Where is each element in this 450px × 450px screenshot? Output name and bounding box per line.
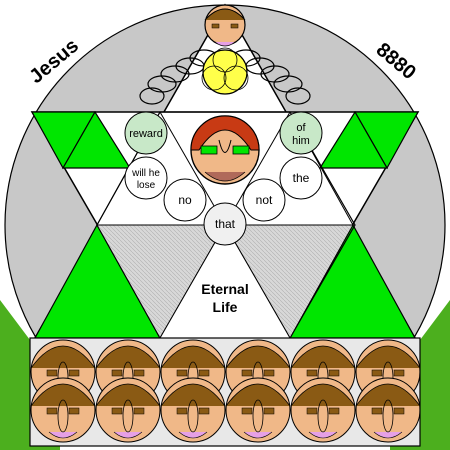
band-face <box>160 377 226 443</box>
word-circle-no: no <box>163 178 207 222</box>
svg-text:of: of <box>296 122 306 134</box>
svg-text:no: no <box>178 193 192 207</box>
svg-text:will he: will he <box>131 168 160 179</box>
faces-band <box>30 338 420 446</box>
svg-text:reward: reward <box>129 128 163 140</box>
band-face <box>290 377 356 443</box>
band-face <box>95 377 161 443</box>
top-face <box>204 4 246 47</box>
svg-text:the: the <box>293 171 310 185</box>
band-face <box>355 377 420 443</box>
svg-text:lose: lose <box>137 180 156 191</box>
word-circle-will-he-lose: will he lose <box>124 156 168 200</box>
eternal-life-line1: Eternal <box>201 281 248 297</box>
green-inner-upper-right <box>318 110 389 169</box>
eternal-life-line2: Life <box>213 299 238 315</box>
center-face <box>190 115 260 185</box>
word-circle-that: that <box>203 202 247 246</box>
green-inner-upper-left <box>61 110 132 169</box>
word-circle-of-him: of him <box>279 111 323 155</box>
faces-band-border <box>29 337 421 447</box>
word-circle-not: not <box>242 178 286 222</box>
band-face <box>225 377 291 443</box>
svg-text:him: him <box>292 135 310 147</box>
yellow-circle <box>201 47 249 95</box>
word-circle-the: the <box>279 156 323 200</box>
word-circle-reward: reward <box>124 111 168 155</box>
svg-text:that: that <box>215 217 236 231</box>
svg-text:not: not <box>256 193 273 207</box>
band-face <box>30 377 96 443</box>
